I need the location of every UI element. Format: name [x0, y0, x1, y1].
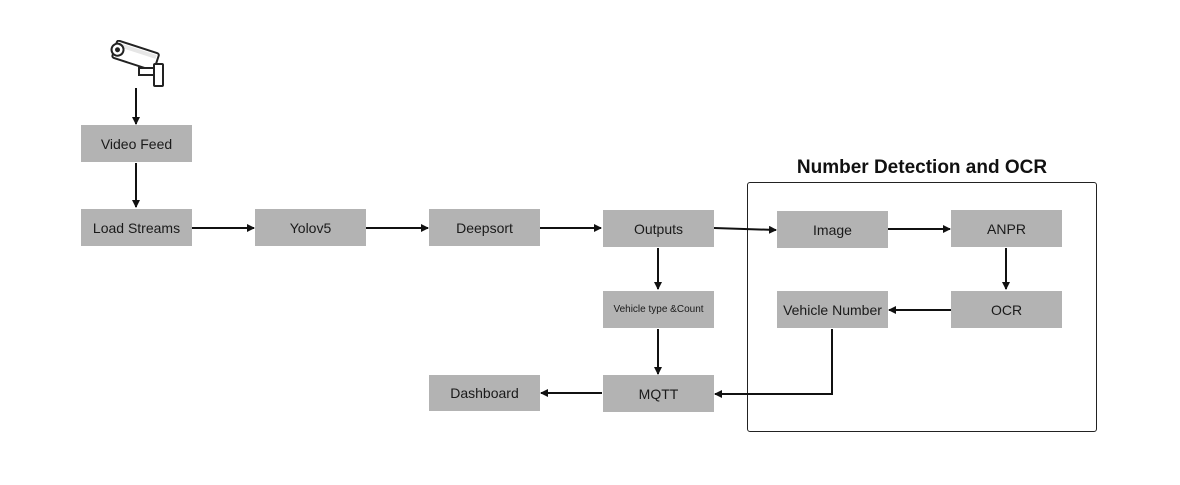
dashboard-node: Dashboard — [429, 375, 540, 411]
image-node: Image — [777, 211, 888, 248]
anpr-node: ANPR — [951, 210, 1062, 247]
outputs-node: Outputs — [603, 210, 714, 247]
deepsort-node: Deepsort — [429, 209, 540, 246]
vehicle-type-count-node: Vehicle type &Count — [603, 291, 714, 328]
yolov5-node: Yolov5 — [255, 209, 366, 246]
number-detection-ocr-group — [747, 182, 1097, 432]
ocr-node: OCR — [951, 291, 1062, 328]
load-streams-node: Load Streams — [81, 209, 192, 246]
mqtt-node: MQTT — [603, 375, 714, 412]
group-title: Number Detection and OCR — [796, 157, 1048, 178]
edge-outputs-to-image — [713, 225, 777, 234]
video-feed-node: Video Feed — [81, 125, 192, 162]
vehicle-number-node: Vehicle Number — [777, 291, 888, 328]
cctv-camera-icon — [104, 39, 168, 95]
edge-vehicle-number-to-mqtt — [714, 329, 833, 398]
